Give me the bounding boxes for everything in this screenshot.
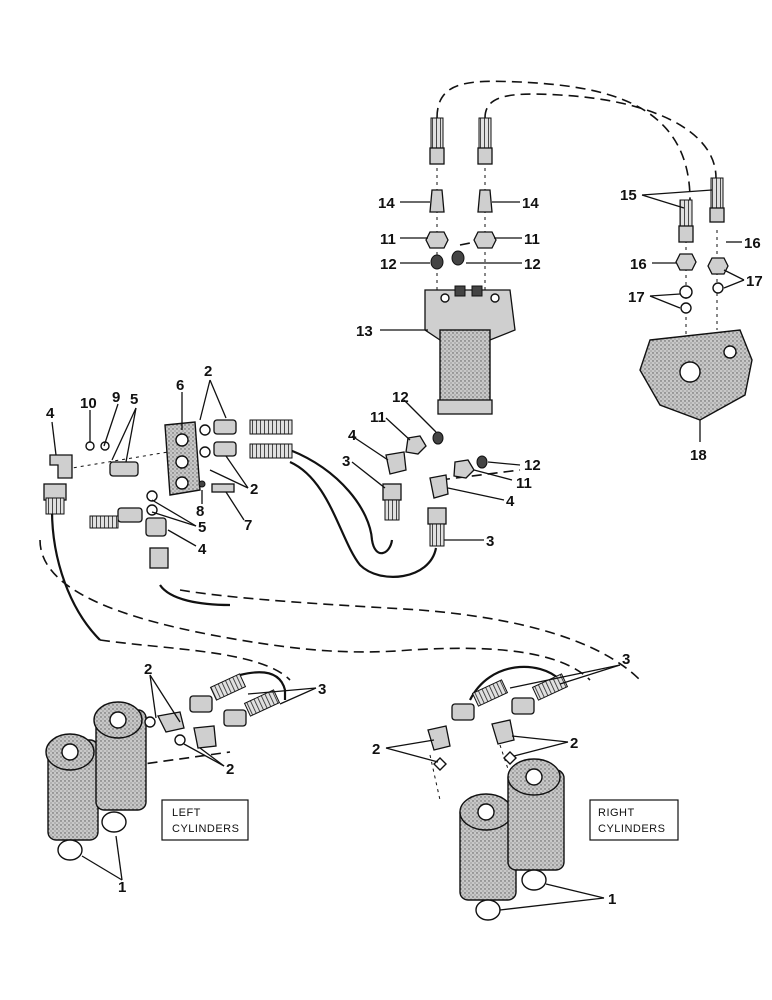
callout-9: 9 xyxy=(112,389,120,406)
callout-3-mid-left: 3 xyxy=(342,453,350,470)
callout-17-left: 17 xyxy=(628,289,645,306)
callout-2-lower-right-right: 2 xyxy=(570,735,578,752)
control-valve-block xyxy=(639,253,753,421)
callout-2-top: 2 xyxy=(204,363,212,380)
callout-11-mid-left: 11 xyxy=(370,409,386,426)
right-cylinders xyxy=(459,758,565,921)
solid-hoses xyxy=(50,448,561,701)
left-cylinders-label-line1: LEFT xyxy=(172,807,201,819)
callout-8: 8 xyxy=(196,503,204,520)
callout-11-left: 11 xyxy=(380,231,396,248)
callout-18: 18 xyxy=(690,447,707,464)
leader-lines xyxy=(51,189,745,911)
callout-2-lower-left-top: 2 xyxy=(144,661,152,678)
callout-2-lower-right-left: 2 xyxy=(372,741,380,758)
steel-tube-fittings xyxy=(429,117,725,243)
callout-4-left: 4 xyxy=(46,405,55,422)
right-cylinders-box: RIGHT CYLINDERS xyxy=(589,799,679,841)
right-cylinders-label-line1: RIGHT xyxy=(598,807,635,819)
callout-15: 15 xyxy=(620,187,637,204)
callout-5-top: 5 xyxy=(130,391,138,408)
callout-3-mid-right: 3 xyxy=(486,533,494,550)
fitting-stack-valve xyxy=(425,189,497,270)
right-cylinder-fittings xyxy=(427,673,569,771)
callout-2-block: 2 xyxy=(250,481,258,498)
callout-4-mid-left: 4 xyxy=(348,427,357,444)
callout-14-right: 14 xyxy=(522,195,539,212)
callout-4-block: 4 xyxy=(198,541,207,558)
callout-12-mid-left: 12 xyxy=(392,389,409,406)
callout-1-right: 1 xyxy=(608,891,616,908)
callout-13: 13 xyxy=(356,323,373,340)
manifold-block xyxy=(43,419,293,569)
callout-3-lower-right: 3 xyxy=(622,651,630,668)
callout-4-mid-right: 4 xyxy=(506,493,515,510)
left-cylinders-box: LEFT CYLINDERS xyxy=(161,799,249,841)
callout-16-right: 16 xyxy=(744,235,761,252)
callout-numbers: 14 14 11 11 12 12 13 15 16 16 17 17 18 2… xyxy=(46,187,763,908)
callout-2-lower-left-bottom: 2 xyxy=(226,761,234,778)
callout-7: 7 xyxy=(244,517,252,534)
hose-routes xyxy=(39,80,717,771)
valve-outlet-fittings xyxy=(382,431,488,547)
callout-17-right: 17 xyxy=(746,273,763,290)
callout-11-mid-right: 11 xyxy=(516,475,532,492)
callout-12-mid-right: 12 xyxy=(524,457,541,474)
left-cylinders xyxy=(45,701,147,861)
callout-3-lower-left: 3 xyxy=(318,681,326,698)
callout-12-left: 12 xyxy=(380,256,397,273)
left-cylinder-fittings xyxy=(144,673,281,749)
callout-1-left: 1 xyxy=(118,879,126,896)
callout-16-left: 16 xyxy=(630,256,647,273)
callout-11-right: 11 xyxy=(524,231,540,248)
callout-5-bottom: 5 xyxy=(198,519,206,536)
callout-6: 6 xyxy=(176,377,184,394)
left-cylinders-label-line2: CYLINDERS xyxy=(172,823,239,835)
callout-12-right: 12 xyxy=(524,256,541,273)
callout-10: 10 xyxy=(80,395,97,412)
flow-divider-valve xyxy=(424,285,516,415)
right-cylinders-label-line2: CYLINDERS xyxy=(598,823,665,835)
callout-14-left: 14 xyxy=(378,195,395,212)
